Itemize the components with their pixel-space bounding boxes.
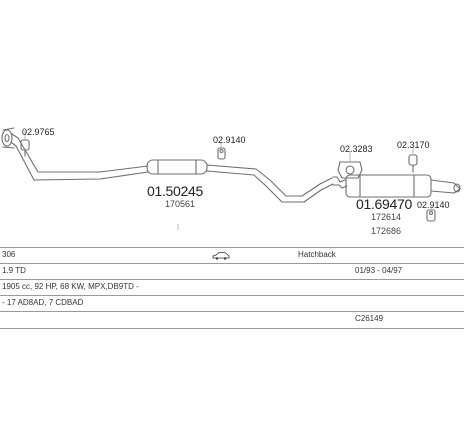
part-code-2: 01.50245 <box>147 183 203 199</box>
part-code-4: 02.3283 <box>340 144 373 154</box>
exhaust-system-diagram <box>1 127 461 231</box>
part-ref-2: 170561 <box>165 199 196 209</box>
middle-silencer <box>146 159 208 175</box>
engine-codes: - 17 AD8AD, 7 CDBAD <box>2 298 84 307</box>
part-code-6: 01.69470 <box>356 196 412 212</box>
row-model: 306 Hatchback <box>0 247 464 264</box>
part-code-1: 02.9765 <box>22 127 55 137</box>
rear-silencer <box>332 174 461 198</box>
production-dates: 01/93 - 04/97 <box>355 266 403 275</box>
engine: 1.9 TD <box>2 266 26 275</box>
row-spec: 1905 cc, 92 HP, 68 KW, MPX,DB9TD - <box>0 279 464 296</box>
hanger-part-5 <box>408 154 418 173</box>
leader-lines <box>24 130 432 231</box>
car-hatchback-icon <box>212 252 230 260</box>
model: 306 <box>2 250 16 259</box>
part-code-3: 02.9140 <box>213 135 246 145</box>
intermediate-pipe <box>206 164 334 203</box>
hanger-part-3 <box>217 147 226 160</box>
row-catalog: C26149 <box>0 311 464 329</box>
part-ref-6b: 172686 <box>371 226 402 236</box>
catalog-number: C26149 <box>355 314 384 323</box>
part-code-7: 02.9140 <box>417 200 450 210</box>
part-ref-6a: 172614 <box>371 212 402 222</box>
hanger-part-7 <box>426 209 436 222</box>
engine-spec: 1905 cc, 92 HP, 68 KW, MPX,DB9TD - <box>2 282 139 291</box>
body-type: Hatchback <box>298 250 336 259</box>
clamp-part-4 <box>337 161 363 179</box>
part-code-5: 02.3170 <box>397 140 430 150</box>
row-codes: - 17 AD8AD, 7 CDBAD <box>0 295 464 312</box>
row-engine: 1.9 TD 01/93 - 04/97 <box>0 263 464 280</box>
front-pipe <box>1 127 149 181</box>
